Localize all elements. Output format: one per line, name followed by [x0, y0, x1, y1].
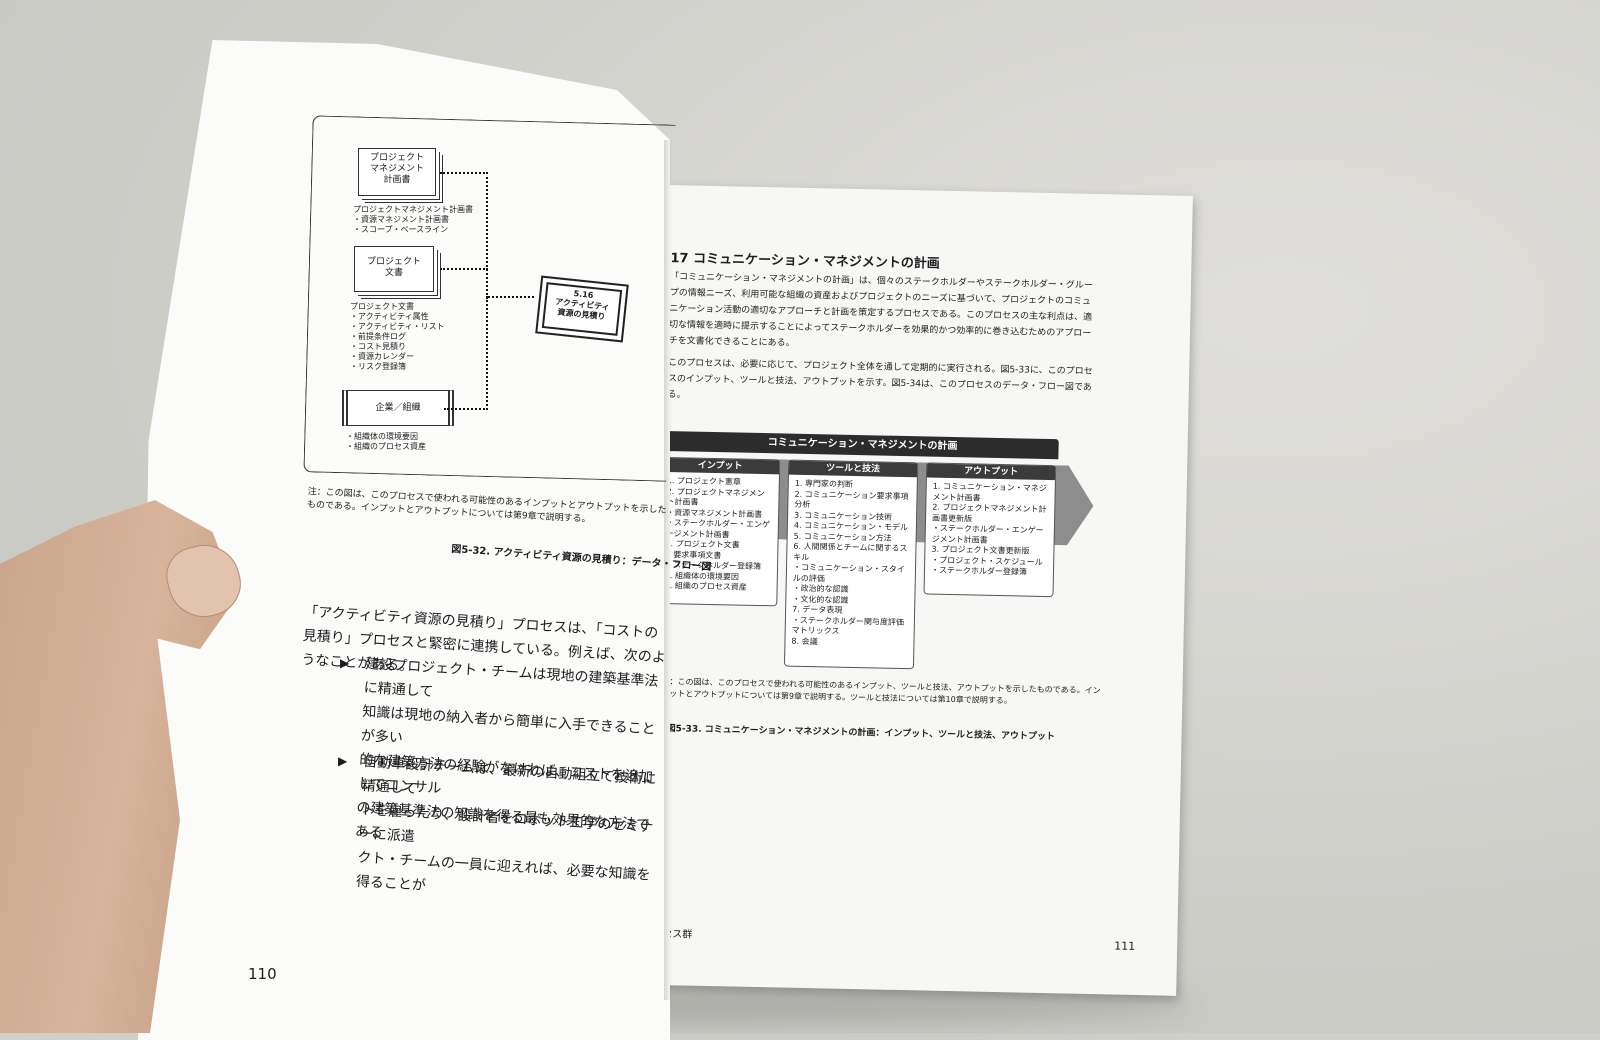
document-icon: プロジェクト 文書	[354, 246, 434, 292]
bullet-marker: ▶	[338, 754, 348, 768]
organization-icon: 企業／組織	[342, 390, 454, 426]
org-list: ・組織体の環境要因 ・組織のプロセス資産	[346, 432, 426, 451]
doc1-list: プロジェクトマネジメント計画書 ・資源マネジメント計画書 ・スコープ・ベースライ…	[353, 205, 473, 234]
page-number-left: 110	[248, 965, 277, 983]
connector-line	[440, 172, 488, 299]
figure-caption: 図5-33. コミュニケーション・マネジメントの計画：インプット、ツールと技法、…	[666, 724, 1056, 743]
paragraph-2: このプロセスは、必要に応じて、プロジェクト全体を通して定期的に実行される。図5-…	[667, 358, 1093, 401]
figure-note: 注：この図は、このプロセスで使われる可能性のあるインプット、ツールと技法、アウト…	[661, 676, 1101, 706]
right-page: 17 コミュニケーション・マネジメントの計画 「コミュニケーション・マネジメント…	[651, 185, 1193, 996]
process-box: 5.16 アクティビティ 資源の見積り	[535, 275, 629, 343]
bullet-marker: ▶	[340, 656, 350, 670]
tools-list: 1. 専門家の判断 2. コミュニケーション要求事項分析 3. コミュニケーショ…	[791, 478, 909, 646]
left-page	[138, 40, 670, 1040]
bullet-item-2: 自動車設計チームは、最新の自動組立て技術に精通して トを雇ったり、設計者をロボッ…	[355, 753, 657, 895]
inputs-list: 1. プロジェクト憲章 2. プロジェクトマネジメント計画書 ・資源マネジメント…	[664, 476, 771, 592]
section-title: 17 コミュニケーション・マネジメントの計画	[670, 251, 940, 272]
inputs-column: インプット 1. プロジェクト憲章 2. プロジェクトマネジメント計画書 ・資源…	[657, 456, 781, 607]
outputs-list: 1. コミュニケーション・マネジメント計画書 2. プロジェクトマネジメント計画…	[930, 481, 1047, 577]
doc2-list: プロジェクト文書 ・アクティビティ属性 ・アクティビティ・リスト ・前提条件ログ…	[350, 302, 445, 371]
tools-column: ツールと技法 1. 専門家の判断 2. コミュニケーション要求事項分析 3. コ…	[783, 459, 919, 670]
book-spine-shadow	[664, 140, 672, 1000]
paragraph-1: 「コミュニケーション・マネジメントの計画」は、個々のステークホルダーやステークホ…	[668, 272, 1093, 349]
page-number-right: 111	[1114, 939, 1136, 953]
figure-banner: コミュニケーション・マネジメントの計画	[666, 431, 1059, 460]
connector-line	[440, 268, 488, 270]
connector-line	[488, 296, 534, 298]
connector-line	[444, 296, 488, 410]
document-icon: プロジェクト マネジメント 計画書	[358, 148, 436, 196]
outputs-column: アウトプット 1. コミュニケーション・マネジメント計画書 2. プロジェクトマ…	[923, 462, 1057, 598]
